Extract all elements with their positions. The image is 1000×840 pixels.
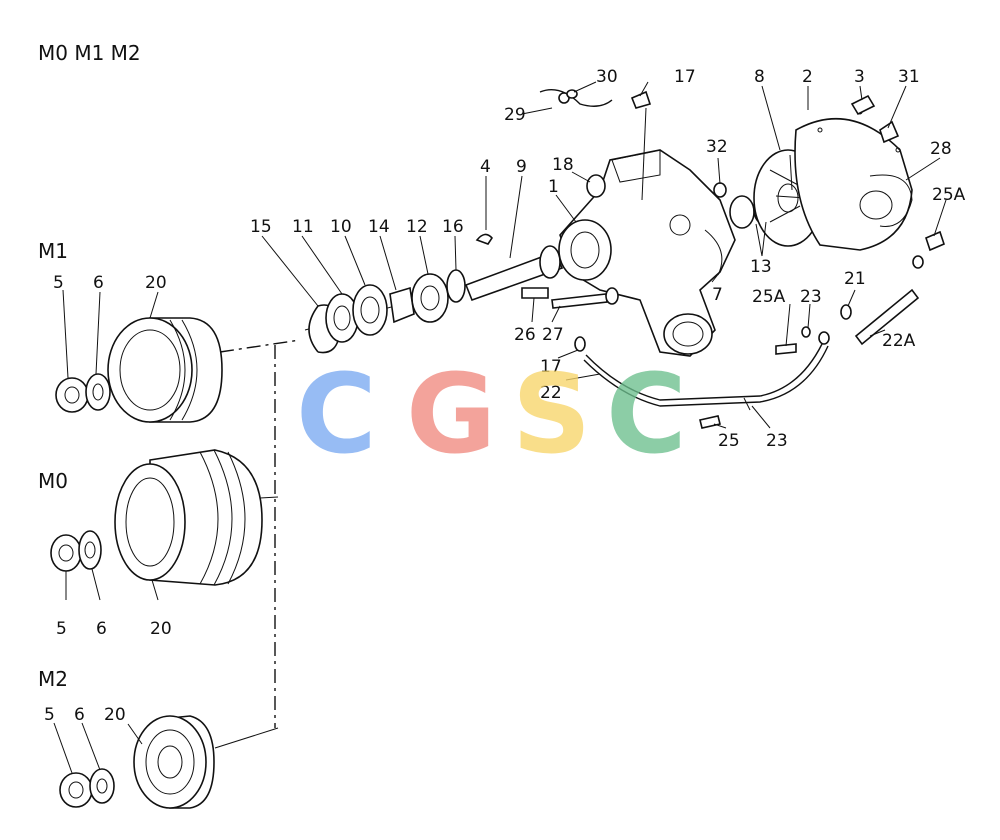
key-4[interactable] — [475, 233, 494, 245]
pump-housing-1[interactable] — [558, 149, 736, 357]
bolt-25a-low[interactable] — [775, 343, 797, 355]
label-1: 1 — [548, 177, 559, 197]
label-25a-low: 25A — [752, 287, 786, 307]
label-23-low: 23 — [766, 431, 788, 451]
fitting-3[interactable] — [850, 94, 876, 116]
label-26: 26 — [514, 325, 536, 345]
m0-pulley-20[interactable] — [114, 449, 263, 586]
label-11: 11 — [292, 217, 314, 237]
label-18: 18 — [552, 155, 574, 175]
label-10: 10 — [330, 217, 352, 237]
label-m1-5: 5 — [53, 273, 64, 293]
m1-nut-5[interactable] — [55, 377, 89, 413]
plug-18[interactable] — [586, 174, 606, 198]
label-9: 9 — [516, 157, 527, 177]
label-15: 15 — [250, 217, 272, 237]
m1-washer-6[interactable] — [85, 373, 111, 411]
label-17-top: 17 — [674, 67, 696, 87]
label-14: 14 — [368, 217, 390, 237]
watermark-letter-1: C — [296, 350, 377, 478]
m0-nut-5[interactable] — [50, 534, 82, 572]
bolt-27[interactable] — [551, 287, 619, 309]
m2-washer-6[interactable] — [89, 768, 115, 804]
group-label-m2: M2 — [38, 667, 68, 691]
m2-nut-5[interactable] — [59, 772, 93, 808]
label-8: 8 — [754, 67, 765, 87]
label-3: 3 — [854, 67, 865, 87]
models-heading: M0 M1 M2 — [38, 41, 141, 65]
label-m0-20: 20 — [150, 619, 172, 639]
fitting-31[interactable] — [879, 120, 900, 144]
label-m0-5: 5 — [56, 619, 67, 639]
bearing-10[interactable] — [352, 284, 388, 336]
washer-23[interactable] — [801, 326, 830, 345]
group-label-m0: M0 — [38, 469, 68, 493]
bearing-12[interactable] — [411, 273, 449, 323]
label-7: 7 — [712, 285, 723, 305]
label-25: 25 — [718, 431, 740, 451]
bolt-26[interactable] — [521, 287, 549, 299]
label-22a: 22A — [882, 331, 916, 351]
m2-pulley-20[interactable] — [133, 715, 215, 809]
leader-lines — [53, 81, 947, 774]
gasket-28[interactable] — [869, 174, 913, 227]
oil-pipe-22[interactable] — [583, 343, 829, 411]
label-16: 16 — [442, 217, 464, 237]
label-m1-20: 20 — [145, 273, 167, 293]
watermark-letter-2: G — [406, 350, 496, 478]
label-m2-20: 20 — [104, 705, 126, 725]
label-m2-6: 6 — [74, 705, 85, 725]
m1-pulley-20[interactable] — [107, 317, 223, 423]
seal-16[interactable] — [446, 269, 466, 303]
rear-cover-2[interactable] — [794, 109, 913, 251]
label-2: 2 — [802, 67, 813, 87]
part-labels: 5 6 20 5 6 20 5 6 20 15 11 10 14 12 16 4… — [44, 67, 966, 725]
union-21[interactable] — [840, 304, 852, 320]
shaft-9[interactable] — [464, 245, 564, 302]
union-25a-top[interactable] — [912, 230, 945, 269]
label-27: 27 — [542, 325, 564, 345]
label-12: 12 — [406, 217, 428, 237]
gasket-7[interactable] — [704, 229, 723, 276]
plug-32[interactable] — [713, 182, 727, 198]
m0-washer-6[interactable] — [78, 530, 102, 570]
label-21: 21 — [844, 269, 866, 289]
label-31: 31 — [898, 67, 920, 87]
watermark-letter-3: S — [512, 350, 591, 478]
bolt-25[interactable] — [699, 415, 721, 429]
label-m2-5: 5 — [44, 705, 55, 725]
label-32: 32 — [706, 137, 728, 157]
label-29: 29 — [504, 105, 526, 125]
label-23-top: 23 — [800, 287, 822, 307]
label-17-low: 17 — [540, 357, 562, 377]
union-17-low[interactable] — [574, 336, 586, 352]
watermark-logo: C G S C — [296, 350, 687, 478]
label-4: 4 — [480, 157, 491, 177]
label-m1-6: 6 — [93, 273, 104, 293]
spacer-14[interactable] — [389, 286, 415, 324]
label-13: 13 — [750, 257, 772, 277]
watermark-letter-4: C — [606, 350, 687, 478]
label-30: 30 — [596, 67, 618, 87]
label-28: 28 — [930, 139, 952, 159]
label-25a-top: 25A — [932, 185, 966, 205]
label-22: 22 — [540, 383, 562, 403]
label-m0-6: 6 — [96, 619, 107, 639]
group-label-m1: M1 — [38, 239, 68, 263]
bracket-22a[interactable] — [854, 288, 920, 346]
